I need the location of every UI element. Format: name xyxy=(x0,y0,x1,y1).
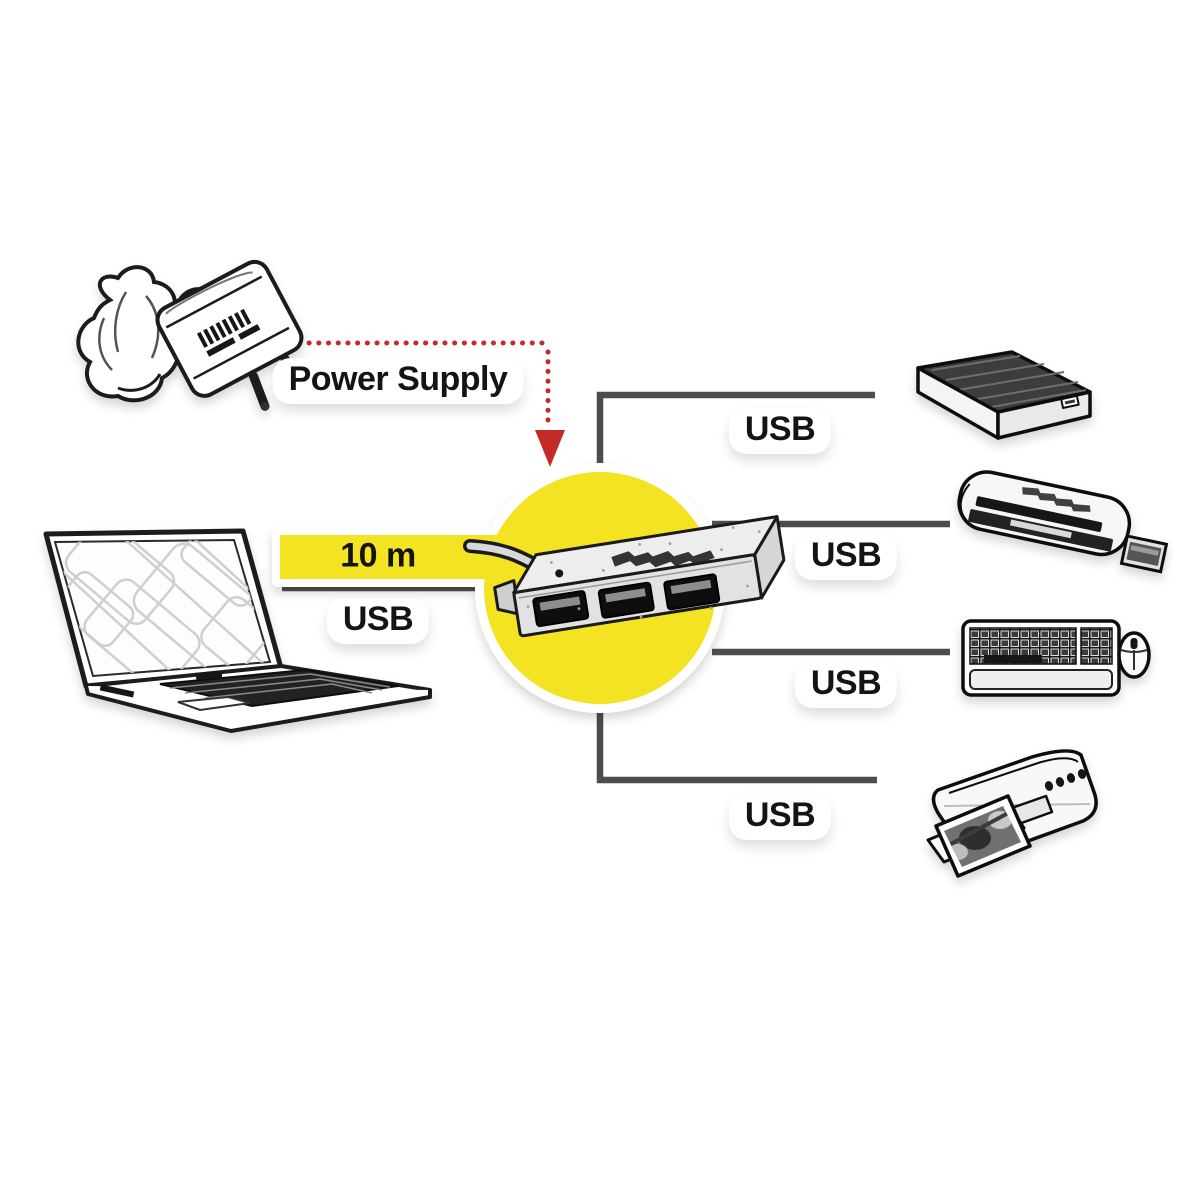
power-adapter-illustration xyxy=(76,259,304,411)
usb-label-printer: USB xyxy=(728,794,832,840)
card-reader-usb-plug xyxy=(1119,534,1169,574)
hdd-port xyxy=(1060,394,1080,409)
hub-usb-ports xyxy=(532,573,721,628)
card-reader-illustration xyxy=(957,470,1169,574)
power-supply-label: Power Supply xyxy=(272,358,524,404)
usb-label-hard-drive: USB xyxy=(728,408,832,454)
hub-brand-scribble xyxy=(611,550,715,568)
cable-length-label: 10 m xyxy=(340,536,416,575)
laptop-keys-texture xyxy=(169,673,391,699)
usb-label-card-reader: USB xyxy=(794,534,898,580)
printer-illustration xyxy=(926,749,1098,878)
arrow-head xyxy=(535,430,565,467)
usb-hub-illustration xyxy=(493,515,786,638)
usb-label-keyboard: USB xyxy=(794,662,898,708)
hub-speckle xyxy=(526,526,761,619)
keyboard-sketch xyxy=(961,619,1121,697)
power-flow-arrow xyxy=(277,340,565,467)
laptop-illustration xyxy=(43,528,432,733)
printer-buttons xyxy=(1044,769,1087,791)
card-reader-brand-scribble xyxy=(1022,487,1091,512)
line-hub-to-printer xyxy=(596,698,877,784)
hub-led xyxy=(555,569,564,578)
laptop-usb-label: USB xyxy=(326,598,430,644)
hub-usb-port xyxy=(532,590,590,628)
mouse-sketch xyxy=(1117,631,1151,679)
hub-usb-port xyxy=(597,581,655,619)
hard-drive-illustration xyxy=(916,350,1092,440)
hub-usb-port xyxy=(663,573,721,611)
screen-pattern xyxy=(55,540,270,676)
keyboard-mouse-illustration xyxy=(961,619,1151,697)
line-hub-to-hard-drive xyxy=(596,391,875,480)
hdd-texture xyxy=(931,355,1087,409)
